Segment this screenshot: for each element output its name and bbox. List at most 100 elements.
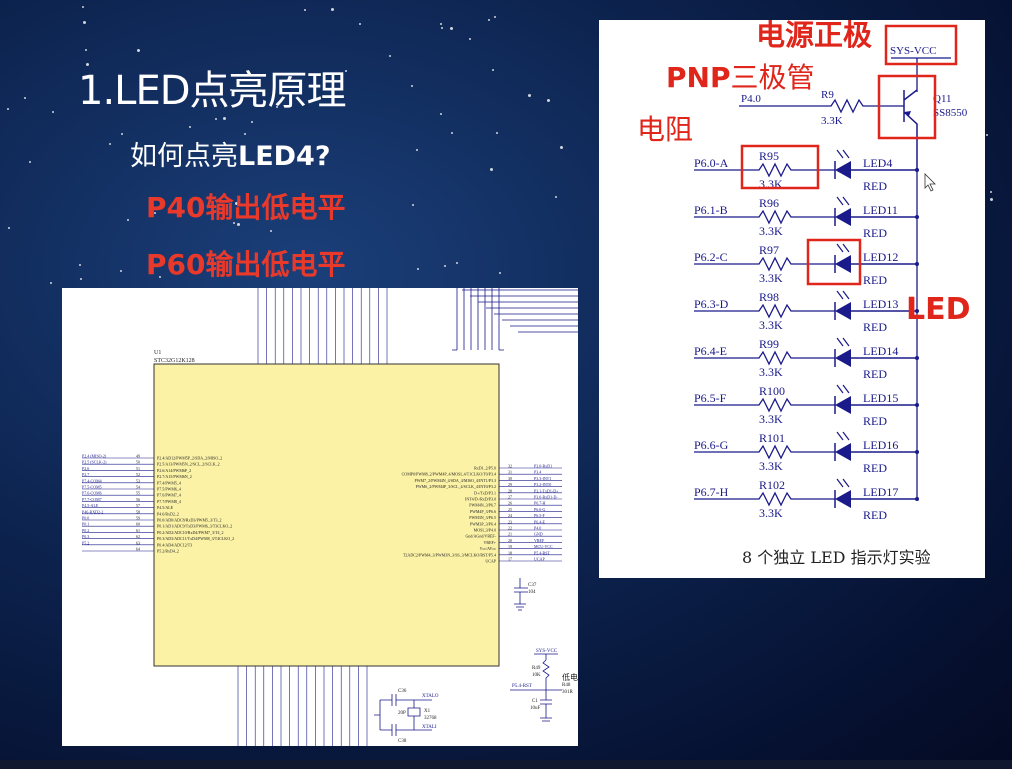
led-highlight-box bbox=[806, 238, 862, 286]
left-pin-function: P0.0/AD0/ADC8/RxD3/PWM5_3/T3_2 bbox=[157, 518, 222, 523]
junction-dot bbox=[915, 309, 919, 313]
led-emission-icon bbox=[836, 196, 850, 206]
star bbox=[440, 23, 442, 25]
star bbox=[331, 8, 334, 11]
star bbox=[235, 202, 238, 205]
led-row-resistor-value: 3.3K bbox=[759, 459, 783, 473]
left-pin-function: P7.4/PWM5_4 bbox=[157, 480, 181, 485]
right-pin-number: 17 bbox=[508, 557, 512, 562]
led-row-ref: LED13 bbox=[863, 297, 898, 311]
svg-text:C37: C37 bbox=[528, 583, 537, 588]
right-pin-net: MCU-VCC bbox=[534, 544, 553, 549]
right-pin-number: 32 bbox=[508, 464, 512, 469]
led-row-resistor-ref: R95 bbox=[759, 149, 779, 163]
svg-text:301R: 301R bbox=[562, 690, 574, 695]
left-pin-number: 63 bbox=[136, 540, 140, 545]
led-row-net: P6.6-G bbox=[694, 438, 729, 452]
junction-dot bbox=[915, 168, 919, 172]
svg-text:X1: X1 bbox=[424, 709, 431, 714]
star bbox=[412, 204, 414, 206]
left-pin-net: P0.3 bbox=[82, 534, 89, 539]
led-row-net: P6.5-F bbox=[694, 391, 727, 405]
mcu-chip-body bbox=[153, 363, 500, 667]
left-pin-net: P2.6 bbox=[82, 466, 89, 471]
led-row-wire bbox=[694, 491, 835, 507]
led-diode-icon bbox=[835, 302, 851, 320]
junction-dot bbox=[915, 450, 919, 454]
led-row-wire bbox=[694, 162, 835, 178]
star bbox=[29, 161, 31, 163]
led-row-resistor-ref: R97 bbox=[759, 243, 779, 257]
led-row-net: P6.3-D bbox=[694, 297, 729, 311]
star bbox=[444, 265, 446, 267]
svg-text:20P: 20P bbox=[398, 711, 406, 716]
svg-text:XTALO: XTALO bbox=[422, 694, 439, 699]
right-pin-net: P6.4-E bbox=[534, 519, 546, 524]
star bbox=[223, 117, 226, 120]
star bbox=[154, 212, 156, 214]
right-pin-function: PWM6_2/PWM4P_3/SCL_4/SCLK_4/INT0/P3.2 bbox=[416, 484, 496, 489]
star bbox=[304, 9, 306, 11]
reset-circuit: SYS-VCC R49 10K 低电平 P5.4-RST R48 301R C1… bbox=[510, 649, 578, 722]
star bbox=[560, 146, 563, 149]
right-pin-function: PWM3P_3/P6.4 bbox=[470, 521, 496, 526]
bus-lines bbox=[452, 288, 578, 351]
left-pin-number: 53 bbox=[136, 478, 140, 483]
star bbox=[85, 49, 87, 51]
left-pin-number: 49 bbox=[136, 454, 140, 459]
right-pin-number: 29 bbox=[508, 482, 512, 487]
right-pin-number: 27 bbox=[508, 495, 512, 500]
svg-text:104: 104 bbox=[528, 590, 536, 595]
led-row-resistor-ref: R100 bbox=[759, 384, 785, 398]
pnp-transistor-symbol bbox=[903, 89, 918, 170]
left-pin-net: P4.5-ALE bbox=[82, 503, 99, 508]
led-row-color: RED bbox=[863, 226, 887, 240]
left-pin-number: 51 bbox=[136, 466, 140, 471]
right-pin-net: P4.0 bbox=[534, 526, 541, 531]
right-pin-number: 30 bbox=[508, 476, 512, 481]
right-pin-number: 23 bbox=[508, 519, 512, 524]
led-row-color: RED bbox=[863, 414, 887, 428]
left-pin-number: 56 bbox=[136, 497, 140, 502]
led-row-resistor-ref: R102 bbox=[759, 478, 785, 492]
led-row-color: RED bbox=[863, 273, 887, 287]
star bbox=[528, 94, 531, 97]
star bbox=[237, 223, 240, 226]
led-row-ref: LED11 bbox=[863, 203, 898, 217]
left-pin-function: P0.2/AD2/ADC10/RxD4/PWM7_3/T4_2 bbox=[157, 530, 224, 535]
right-pin-net: VREF bbox=[534, 538, 545, 543]
led-row-ref: LED14 bbox=[863, 344, 898, 358]
annotation-power-positive: 电源正极 bbox=[756, 18, 873, 52]
star bbox=[127, 219, 129, 221]
star bbox=[359, 23, 361, 25]
star bbox=[121, 133, 123, 135]
star bbox=[52, 111, 54, 113]
star bbox=[109, 143, 111, 145]
left-pin-net: P2.5 (SCLK-2) bbox=[82, 460, 107, 465]
svg-text:C36: C36 bbox=[398, 689, 407, 694]
base-resistor-ref: R9 bbox=[821, 89, 834, 101]
led-diode-icon bbox=[835, 349, 851, 367]
svg-text:XTALI: XTALI bbox=[422, 725, 437, 730]
star bbox=[499, 272, 501, 274]
star bbox=[345, 70, 347, 72]
led-row-color: RED bbox=[863, 320, 887, 334]
star bbox=[490, 168, 493, 171]
led-diode-icon bbox=[835, 490, 851, 508]
led-row-resistor-ref: R98 bbox=[759, 290, 779, 304]
crystal-circuit: C36 20P X1 32768 XTALO XTALI C38 bbox=[374, 689, 439, 744]
left-pin-net: P2.7 bbox=[82, 472, 89, 477]
svg-text:32768: 32768 bbox=[424, 716, 437, 721]
svg-text:C1: C1 bbox=[532, 699, 538, 704]
junction-dot bbox=[915, 262, 919, 266]
led-row-wire bbox=[694, 444, 835, 460]
star bbox=[270, 230, 272, 232]
